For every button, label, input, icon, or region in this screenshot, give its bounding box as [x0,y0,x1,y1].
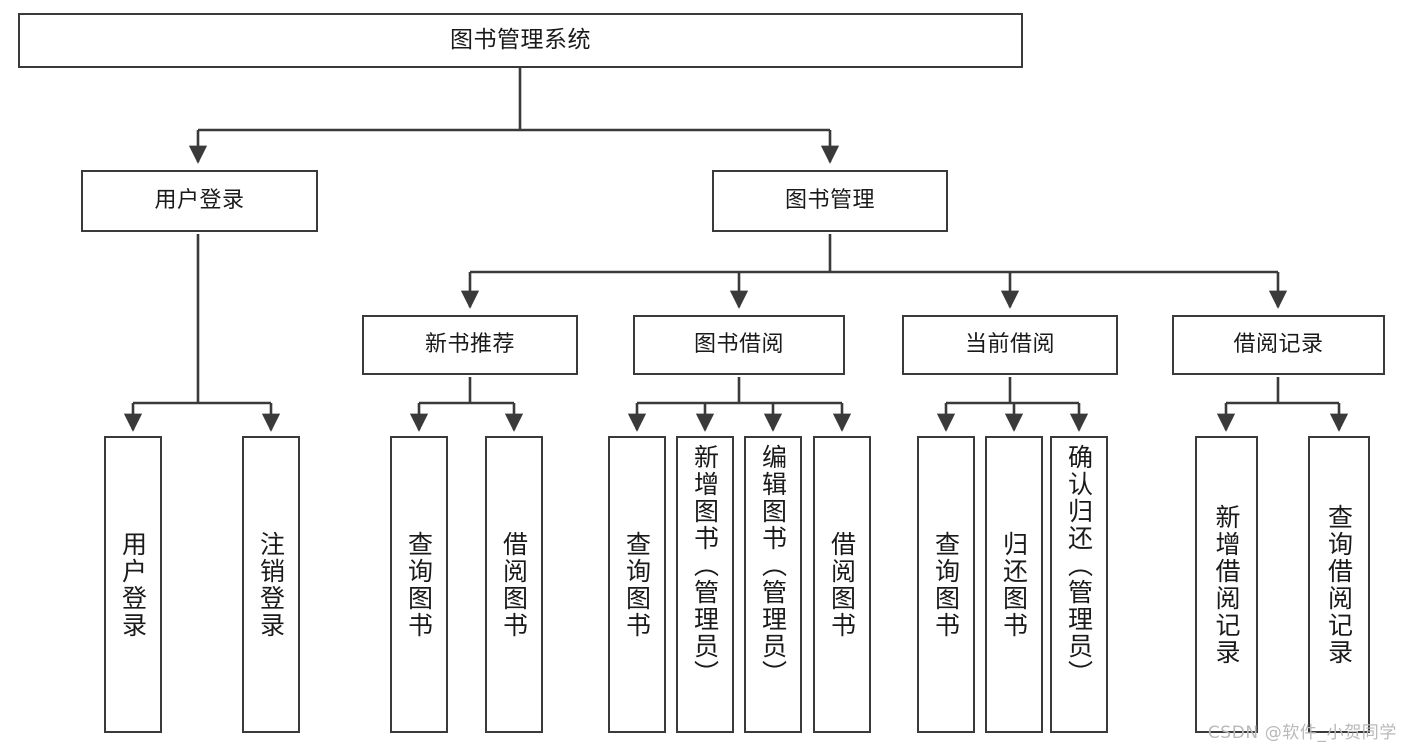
node-book-management[interactable]: 图书管理 [712,170,948,232]
leaf-borrow-book-newbook[interactable]: 借阅图书 [485,436,543,733]
leaf-query-borrow-record[interactable]: 查询借阅记录 [1308,436,1370,733]
leaf-logout-login[interactable]: 注销登录 [242,436,300,733]
node-label: 当前借阅 [964,332,1055,358]
node-label: 借阅图书 [827,530,857,639]
node-label: 确认归还（管理员） [1064,444,1094,687]
node-label: 用户登录 [154,188,245,214]
node-label: 图书借阅 [693,332,784,358]
node-label: 借阅记录 [1233,332,1324,358]
node-label: 图书管理 [784,188,875,214]
node-book-management-system[interactable]: 图书管理系统 [18,13,1023,68]
node-label: 查询图书 [404,530,434,639]
leaf-return-book[interactable]: 归还图书 [985,436,1043,733]
node-label: 新增图书（管理员） [690,444,720,687]
leaf-query-book-current[interactable]: 查询图书 [917,436,975,733]
leaf-query-book-borrow[interactable]: 查询图书 [608,436,666,733]
leaf-borrow-book[interactable]: 借阅图书 [813,436,871,733]
node-user-login[interactable]: 用户登录 [81,170,318,232]
node-label: 图书管理系统 [450,26,591,53]
node-label: 查询图书 [622,530,652,639]
node-label: 借阅图书 [499,530,529,639]
node-label: 归还图书 [999,530,1029,639]
node-label: 新增借阅记录 [1212,503,1241,666]
node-label: 用户登录 [118,530,148,639]
node-label: 注销登录 [256,530,286,639]
leaf-add-borrow-record[interactable]: 新增借阅记录 [1195,436,1258,733]
node-label: 查询图书 [931,530,961,639]
csdn-watermark: CSDN @软件_小贺同学 [1207,723,1397,743]
node-book-borrow[interactable]: 图书借阅 [633,315,845,375]
node-new-book-recommend[interactable]: 新书推荐 [362,315,578,375]
node-label: 新书推荐 [424,332,515,358]
leaf-add-book-admin[interactable]: 新增图书（管理员） [676,436,734,733]
node-label: 查询借阅记录 [1324,503,1354,666]
leaf-query-book-newbook[interactable]: 查询图书 [390,436,448,733]
node-current-borrow[interactable]: 当前借阅 [902,315,1118,375]
node-borrow-record[interactable]: 借阅记录 [1172,315,1385,375]
leaf-confirm-return-admin[interactable]: 确认归还（管理员） [1050,436,1108,733]
node-label: 编辑图书（管理员） [758,444,788,687]
leaf-edit-book-admin[interactable]: 编辑图书（管理员） [744,436,802,733]
leaf-user-login[interactable]: 用户登录 [104,436,162,733]
